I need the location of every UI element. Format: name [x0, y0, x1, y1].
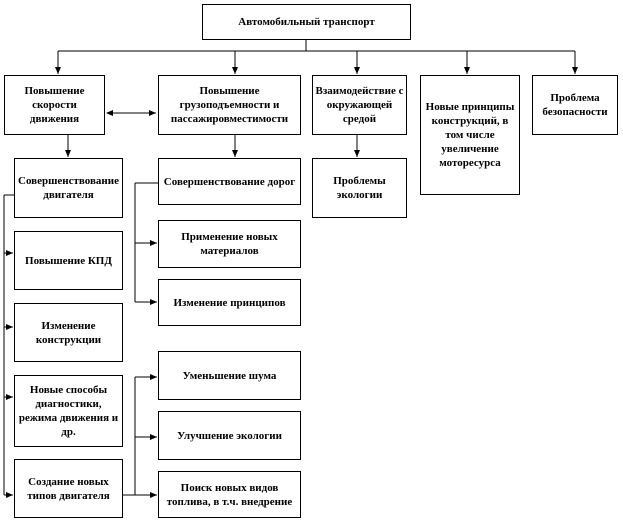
- node-efficiency: Повышение КПД: [14, 231, 123, 290]
- node-materials: Применение новых материалов: [158, 220, 301, 268]
- node-speed: Повышение скорости движения: [4, 75, 105, 135]
- node-new-principles: Новые принципы конструкций, в том числе …: [420, 75, 520, 195]
- node-environment: Взаимодействие с окружающей средой: [312, 75, 407, 135]
- node-roads: Совершенствование дорог: [158, 158, 301, 205]
- node-new-engine-types: Создание новых типов двигателя: [14, 459, 123, 518]
- node-diagnostics: Новые способы диагностики, режима движен…: [14, 375, 123, 447]
- node-ecology-improve: Улучшение экологии: [158, 411, 301, 460]
- node-ecology: Проблемы экологии: [312, 158, 407, 218]
- node-capacity: Повышение грузоподъемности и пассажировм…: [158, 75, 301, 135]
- node-engine: Совершенствование двигателя: [14, 158, 123, 218]
- node-noise: Уменьшение шума: [158, 351, 301, 400]
- node-safety: Проблема безопасности: [532, 75, 618, 135]
- node-principles: Изменение принципов: [158, 279, 301, 326]
- node-design-change: Изменение конструкции: [14, 303, 123, 362]
- node-fuel: Поиск новых видов топлива, в т.ч. внедре…: [158, 471, 301, 518]
- root-node: Автомобильный транспорт: [202, 4, 411, 40]
